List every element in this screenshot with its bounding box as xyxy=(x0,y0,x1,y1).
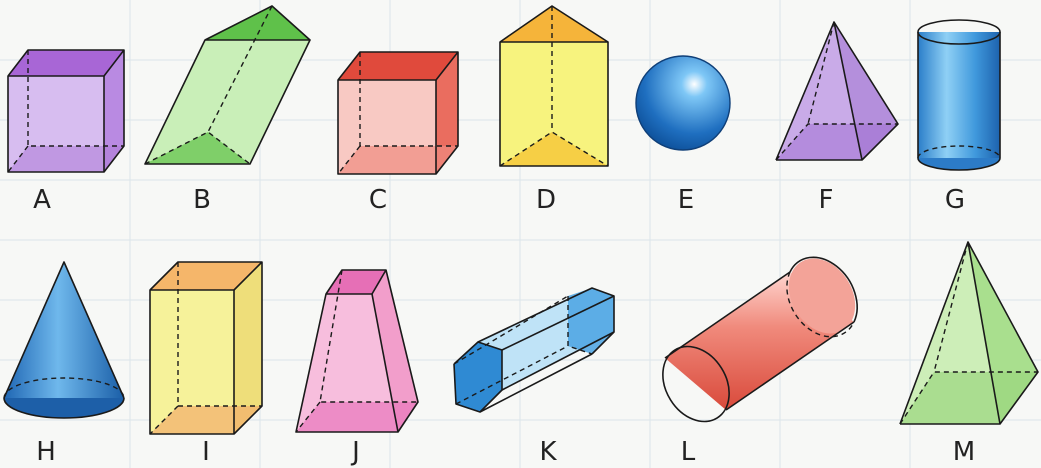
shape-e-sphere xyxy=(635,55,731,151)
label-b: B xyxy=(193,185,211,215)
shape-a-cube xyxy=(7,49,125,173)
shape-i-rectangular-prism xyxy=(149,261,263,435)
shape-f-square-pyramid xyxy=(775,21,899,161)
label-a: A xyxy=(33,185,51,215)
label-j: J xyxy=(350,437,360,467)
label-d: D xyxy=(536,185,556,215)
label-g: G xyxy=(945,185,965,215)
label-e: E xyxy=(678,185,694,215)
shape-m-square-pyramid xyxy=(899,241,1039,425)
shape-c-cube xyxy=(337,51,459,175)
label-l: L xyxy=(681,437,696,467)
shape-g-cylinder xyxy=(917,19,1001,171)
label-h: H xyxy=(36,437,56,467)
label-k: K xyxy=(539,437,557,467)
shape-k-hexagonal-prism xyxy=(453,287,615,413)
shape-l-cylinder xyxy=(662,256,858,423)
label-i: I xyxy=(202,437,210,467)
shape-j-frustum xyxy=(295,269,419,433)
shape-b-oblique-prism xyxy=(144,5,311,165)
shape-h-cone xyxy=(3,261,125,419)
label-m: M xyxy=(953,437,975,467)
label-c: C xyxy=(369,185,387,215)
shape-d-triangular-prism xyxy=(499,5,609,167)
label-f: F xyxy=(819,185,834,215)
